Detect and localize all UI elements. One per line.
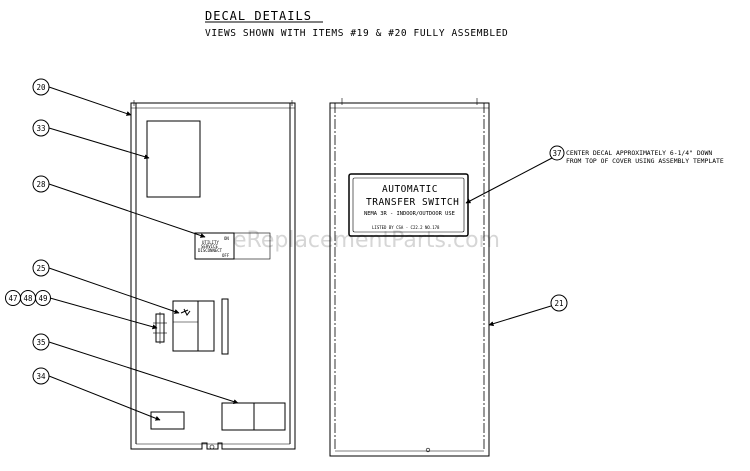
ats-decal: AUTOMATIC TRANSFER SWITCH NEMA 3R - INDO… [348, 173, 469, 237]
cover-outline [329, 102, 490, 457]
enclosure-outline [130, 102, 296, 450]
callout-33-label: 33 [36, 124, 45, 133]
decal-33-area [146, 120, 201, 198]
callout-25: 25 [32, 259, 180, 314]
callout-48-label: 48 [23, 294, 33, 303]
switch-label-text2: SERVICE [201, 244, 218, 249]
ats-decal-line1: AUTOMATIC [382, 184, 438, 195]
note-line1: CENTER DECAL APPROXIMATELY 6-1/4" DOWN [566, 149, 712, 157]
callout-20: 20 [32, 78, 132, 116]
breaker-handle [172, 298, 229, 355]
callout-35: 35 [32, 333, 239, 404]
callout-28-label: 28 [36, 180, 46, 189]
callout-47-label: 47 [8, 294, 17, 303]
callout-35-label: 35 [36, 338, 45, 347]
callout-21-label: 21 [554, 299, 563, 308]
callout-37-label: 37 [552, 149, 561, 158]
callout-25-label: 25 [36, 264, 45, 273]
ats-decal-line3: NEMA 3R - INDOOR/OUTDOOR USE [364, 211, 455, 217]
callout-34-label: 34 [36, 372, 46, 381]
callout-28: 28 [32, 175, 206, 238]
switch-label-on: ON [224, 236, 229, 241]
small-bracket [153, 312, 167, 344]
note-line2: FROM TOP OF COVER USING ASSEMBLY TEMPLAT… [566, 157, 724, 165]
switch-label-decal: ON UTILITY SERVICE DISCONNECT OFF [194, 232, 271, 260]
switch-label-off: OFF [222, 253, 230, 258]
callout-37: 37 CENTER DECAL APPROXIMATELY 6-1/4" DOW… [465, 145, 724, 204]
callout-49-label: 49 [38, 294, 47, 303]
switch-label-text3: DISCONNECT [198, 248, 223, 253]
ats-decal-line4: LISTED BY CSA - C22.2 NO.178 [372, 225, 440, 230]
callout-20-label: 20 [36, 83, 46, 92]
cover-view: AUTOMATIC TRANSFER SWITCH NEMA 3R - INDO… [329, 98, 490, 457]
callout-47-48-49: 47 48 49 [5, 290, 158, 330]
ats-decal-line2: TRANSFER SWITCH [366, 197, 459, 208]
callout-33: 33 [32, 119, 150, 160]
enclosure-view: ON UTILITY SERVICE DISCONNECT OFF [130, 100, 296, 450]
callout-21: 21 [488, 294, 568, 327]
drawing-title: DECAL DETAILS [205, 9, 312, 23]
callout-34: 34 [32, 367, 161, 421]
switch-label-text1: UTILITY [202, 240, 219, 245]
drawing-subtitle: VIEWS SHOWN WITH ITEMS #19 & #20 FULLY A… [205, 28, 508, 39]
decal-34-area [150, 411, 185, 430]
decal-35-area [221, 402, 286, 431]
